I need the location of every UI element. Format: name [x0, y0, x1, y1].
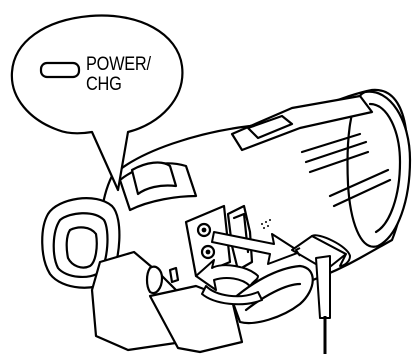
- power-chg-label-line1: POWER/: [86, 55, 151, 75]
- power-chg-indicator-icon: [41, 63, 79, 77]
- power-chg-label-line2: CHG: [86, 75, 122, 95]
